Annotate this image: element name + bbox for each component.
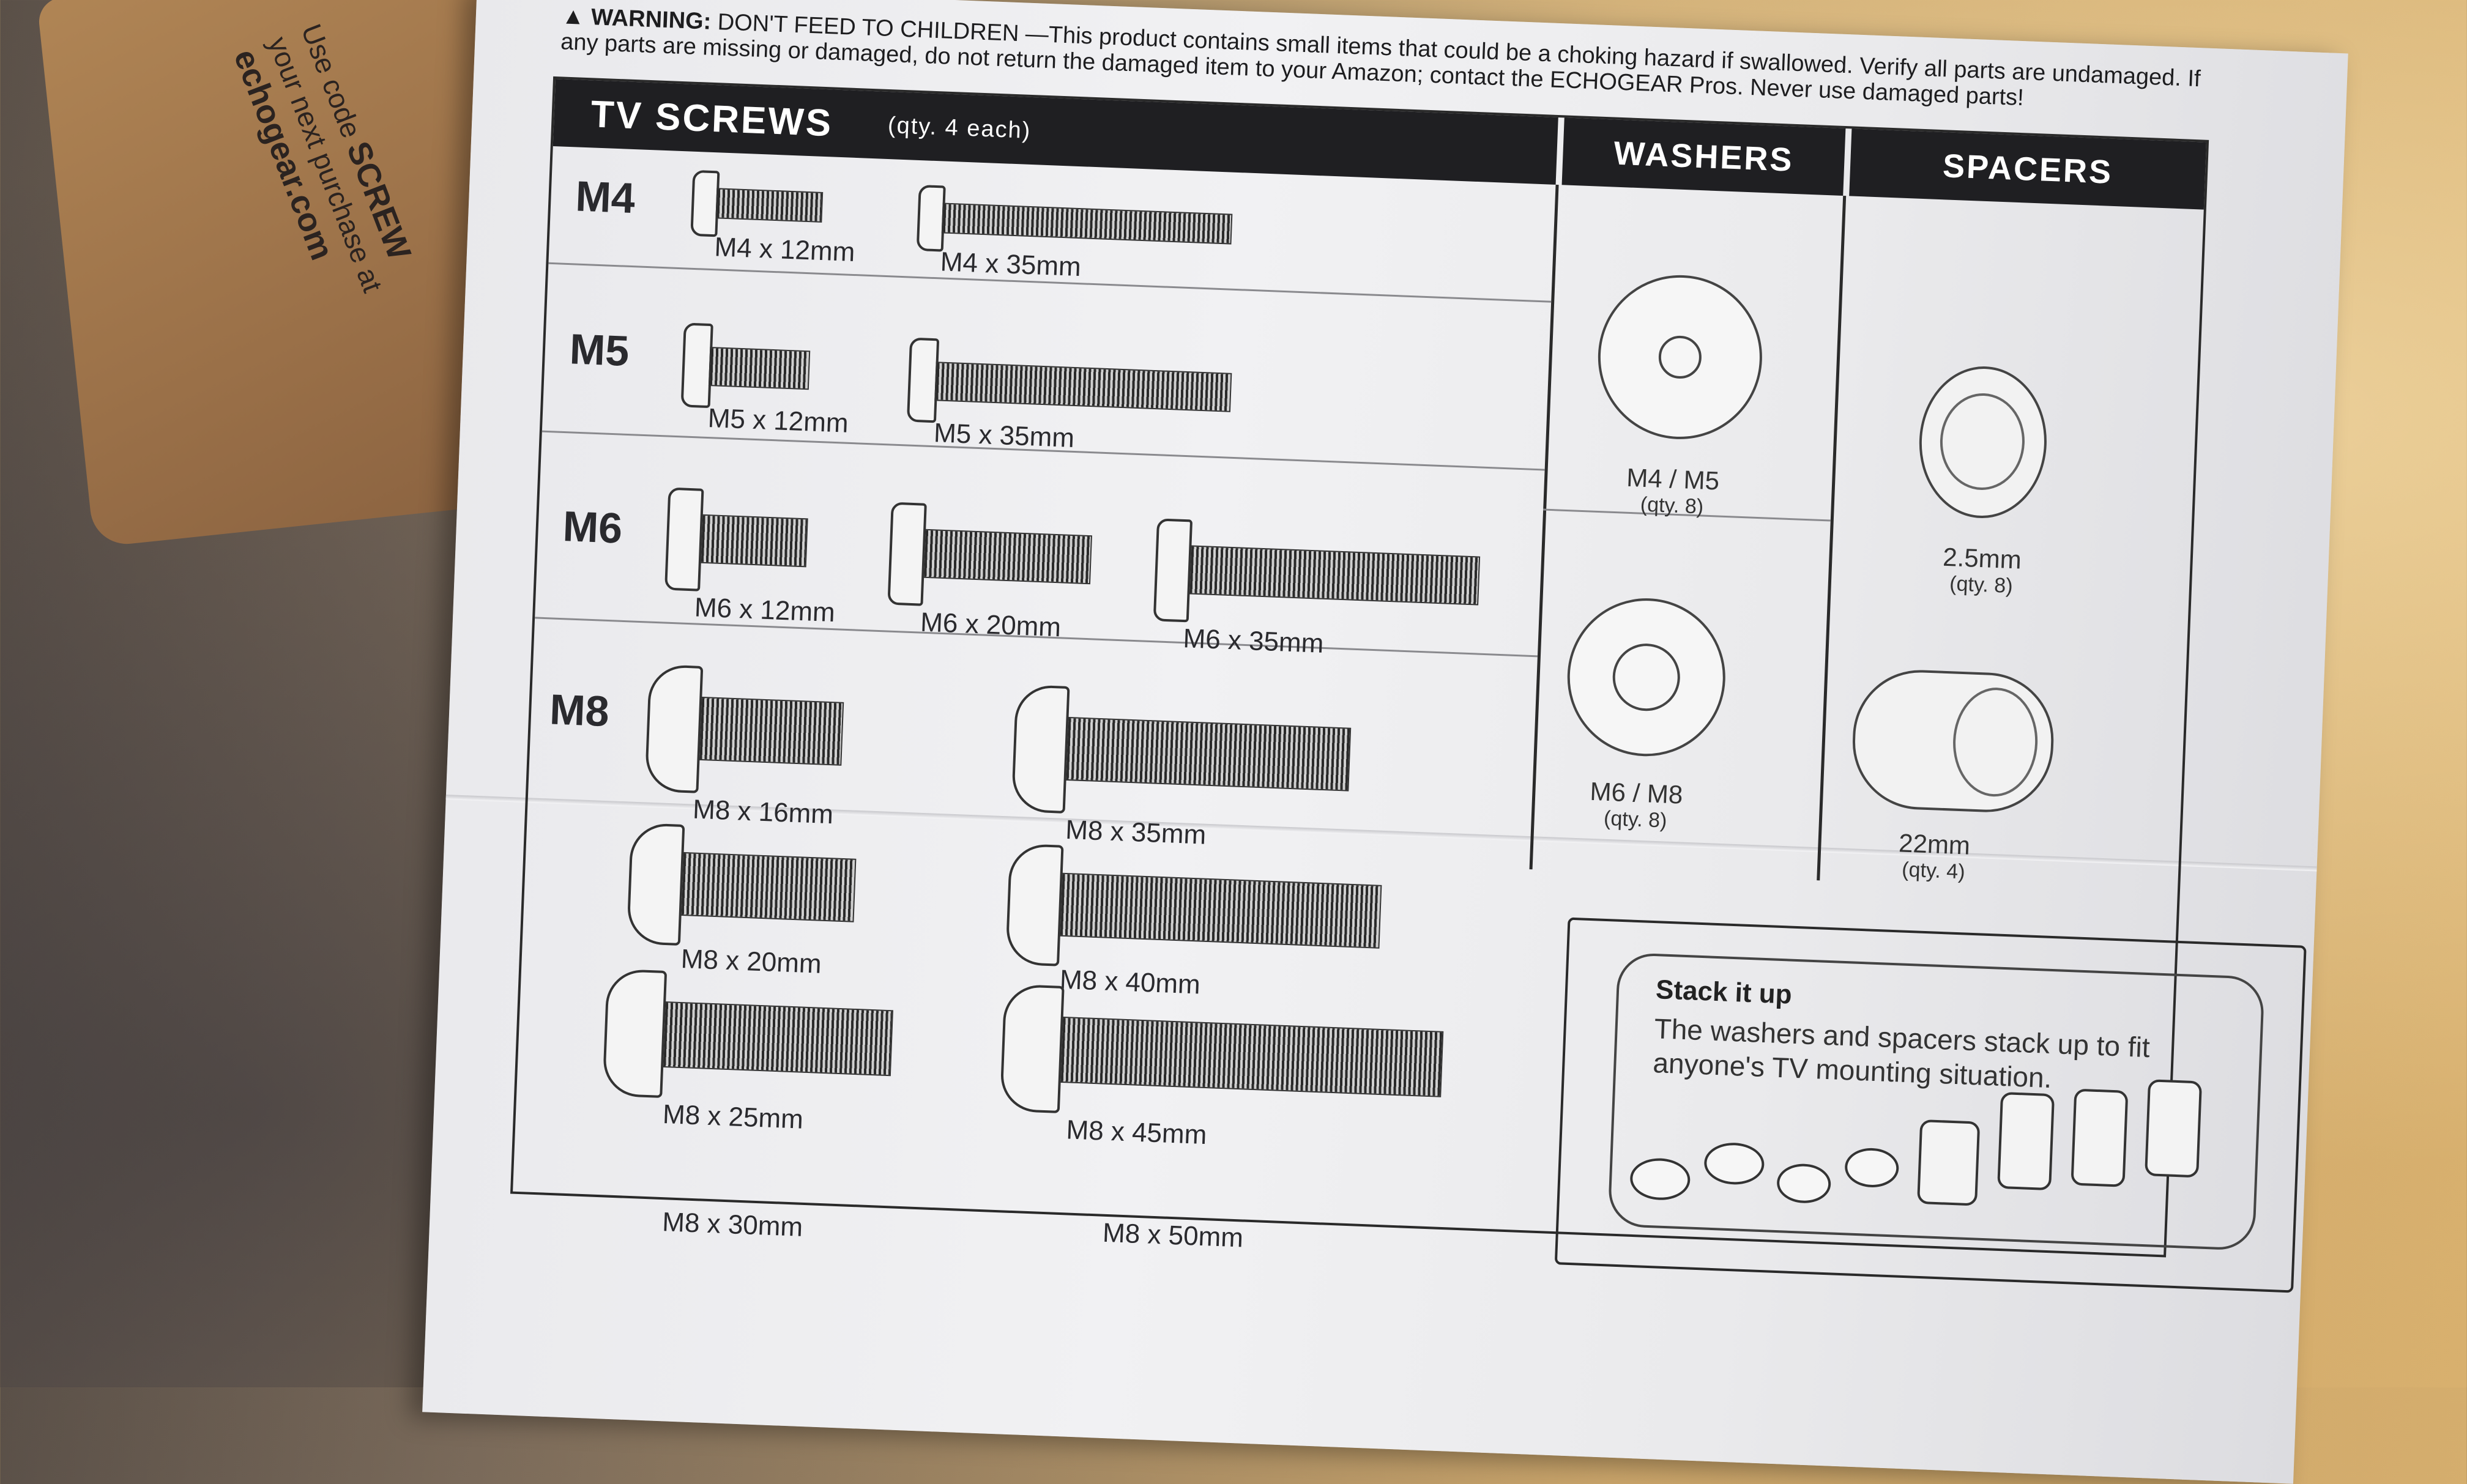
spacer-qty: (qty. 8) [1949,572,2014,598]
screw-label: M4 x 12mm [713,232,856,268]
column-divider [1529,184,1559,870]
washer-icon [1703,1141,1765,1186]
instruction-sheet: ▲ WARNING: DON'T FEED TO CHILDREN —This … [422,0,2348,1484]
spacer-label: 22mm (qty. 4) [1835,826,2033,886]
screw-label: M8 x 20mm [680,943,822,979]
spacer-icon [1850,667,2056,815]
stack-it-up-panel: Stack it up The washers and spacers stac… [1554,917,2307,1293]
stack-description: The washers and spacers stack up to fit … [1652,1012,2151,1094]
spacer-icon [1916,364,2050,521]
column-divider [1817,195,1847,881]
screw-label: M8 x 45mm [1065,1115,1208,1151]
spacer-icon [1917,1119,1981,1206]
screw-label: M5 x 12mm [707,403,849,439]
screw-label: M8 x 16mm [692,794,834,830]
spacer-icon [1997,1091,2055,1191]
washer-icon [1776,1163,1832,1204]
spacer-icon [2145,1079,2203,1178]
tv-screws-title: TV SCREWS [590,92,834,144]
spacer-size: 2.5mm [1942,542,2022,574]
screw-label: M6 x 12mm [694,592,836,628]
washer-qty: (qty. 8) [1640,492,1704,519]
washer-icon [1629,1157,1691,1201]
box-promo-text: Use code SCREW your next purchase at ech… [226,18,425,310]
washer-qty: (qty. 8) [1603,806,1668,833]
washer-label: M4 / M5 (qty. 8) [1574,461,1771,521]
size-label-m8: M8 [548,685,611,736]
screw-label: M8 x 50mm [1102,1217,1244,1253]
screw-label: M5 x 35mm [933,418,1075,453]
screw-label: M8 x 25mm [662,1099,804,1135]
screw-label: M8 x 35mm [1065,814,1207,850]
warning-heading: WARNING: [590,4,712,35]
tv-screws-header: TV SCREWS (qty. 4 each) [553,79,1558,185]
screw-label: M8 x 40mm [1059,964,1201,1000]
washer-icon [1594,272,1765,442]
warning-icon: ▲ [561,3,586,30]
washer-label: M6 / M8 (qty. 8) [1537,775,1735,836]
stack-title: Stack it up [1655,974,1793,1010]
size-label-m4: M4 [575,172,636,223]
size-label-m6: M6 [562,502,623,552]
tv-screws-qty: (qty. 4 each) [887,112,1032,144]
washers-header: WASHERS [1561,117,1846,196]
washer-icon [1564,595,1728,760]
screw-label: M8 x 30mm [661,1207,803,1242]
screw-label: M4 x 35mm [940,247,1082,283]
stack-illustration-frame: Stack it up The washers and spacers stac… [1607,952,2265,1252]
washer-size: M6 / M8 [1589,776,1684,809]
spacer-label: 2.5mm (qty. 8) [1883,540,2080,601]
size-label-m5: M5 [568,325,630,375]
spacers-header: SPACERS [1849,128,2206,210]
spacer-icon [2071,1088,2129,1187]
spacer-size: 22mm [1898,828,1971,860]
washer-size: M4 / M5 [1626,462,1720,495]
washer-icon [1844,1147,1900,1189]
screw-label: M6 x 35mm [1182,623,1325,659]
screw-label: M6 x 20mm [920,607,1062,643]
spacer-qty: (qty. 4) [1901,858,1966,884]
